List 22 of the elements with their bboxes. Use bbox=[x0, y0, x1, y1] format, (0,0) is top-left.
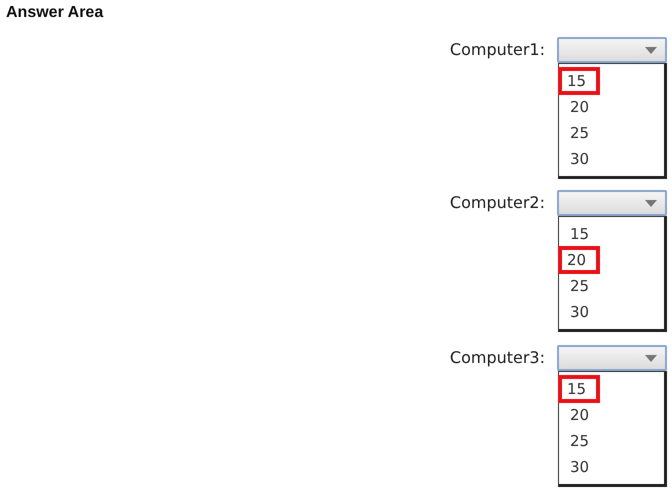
dropdown bbox=[557, 345, 667, 371]
field-label: Computer3: bbox=[450, 348, 545, 367]
selected-option: 20 bbox=[558, 246, 600, 274]
dropdown-option: 25 bbox=[561, 119, 603, 147]
selected-option: 15 bbox=[558, 67, 600, 95]
field-label: Computer2: bbox=[450, 193, 545, 212]
dropdown-option: 25 bbox=[561, 272, 603, 300]
title: Answer Area bbox=[6, 4, 104, 22]
dropdown-list bbox=[558, 216, 667, 332]
dropdown bbox=[557, 37, 667, 63]
dropdown-option: 15 bbox=[561, 220, 603, 248]
dropdown-option: 25 bbox=[561, 427, 603, 455]
dropdown-list bbox=[558, 371, 667, 487]
dropdown-option: 30 bbox=[561, 453, 603, 481]
dropdown-option: 20 bbox=[561, 93, 603, 121]
dropdown-list bbox=[558, 63, 667, 179]
dropdown bbox=[557, 190, 667, 216]
field-label: Computer1: bbox=[450, 40, 545, 59]
dropdown-option: 30 bbox=[561, 145, 603, 173]
dropdown-option: 30 bbox=[561, 298, 603, 326]
dropdown-option: 20 bbox=[561, 401, 603, 429]
selected-option: 15 bbox=[558, 375, 600, 403]
